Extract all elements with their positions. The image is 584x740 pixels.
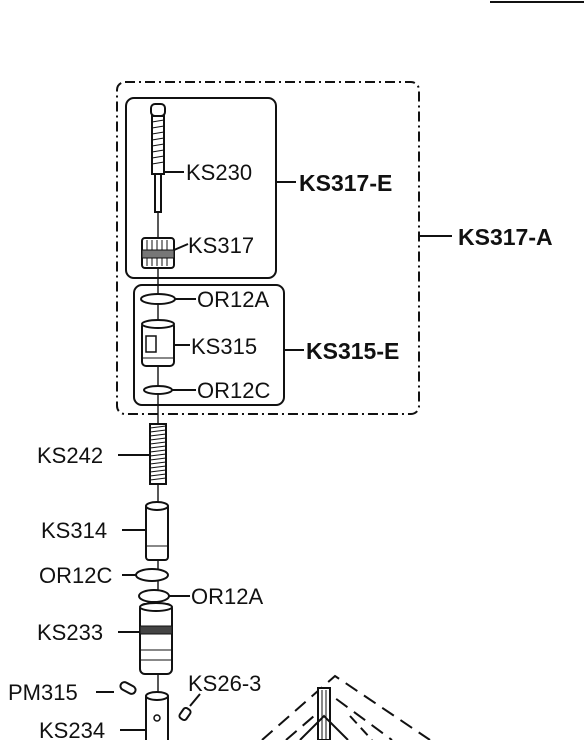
ks26-3-leader <box>189 693 201 707</box>
or12a-top-ring <box>140 293 176 305</box>
label-or12a-top: OR12A <box>197 287 269 312</box>
label-ks317: KS317 <box>188 233 254 258</box>
label-ks230: KS230 <box>186 160 252 185</box>
label-ks26-3: KS26-3 <box>188 671 261 696</box>
label-ks314: KS314 <box>41 518 107 543</box>
ks317-e-assembly-box <box>125 97 277 279</box>
ks233-part <box>139 602 173 675</box>
label-ks317-a: KS317-A <box>458 224 553 250</box>
pm315-pin <box>119 681 137 695</box>
label-or12a-bottom: OR12A <box>191 584 263 609</box>
ks317-a-assembly-box <box>116 81 420 415</box>
ks314-part <box>145 501 169 561</box>
label-ks315: KS315 <box>191 334 257 359</box>
ks315-part <box>141 319 175 367</box>
ks317-leader <box>173 243 189 251</box>
ks230-part <box>150 103 166 213</box>
label-or12c-bottom: OR12C <box>39 563 112 588</box>
label-pm315: PM315 <box>8 680 78 705</box>
ks317-part <box>141 237 175 269</box>
label-ks242: KS242 <box>37 443 103 468</box>
or12c-bottom-ring <box>135 568 169 582</box>
ks26-3-part <box>178 706 192 722</box>
ks242-part <box>149 423 167 485</box>
label-ks234: KS234 <box>39 718 105 740</box>
label-ks317-e: KS317-E <box>299 170 392 196</box>
base-structure <box>261 674 431 740</box>
ks234-part <box>145 691 169 740</box>
or12c-top-ring <box>143 385 173 395</box>
label-or12c-top: OR12C <box>197 378 270 403</box>
or12a-bottom-ring <box>138 589 170 603</box>
label-ks233: KS233 <box>37 620 103 645</box>
ks315-e-assembly-box <box>133 284 285 406</box>
label-ks315-e: KS315-E <box>306 338 399 364</box>
